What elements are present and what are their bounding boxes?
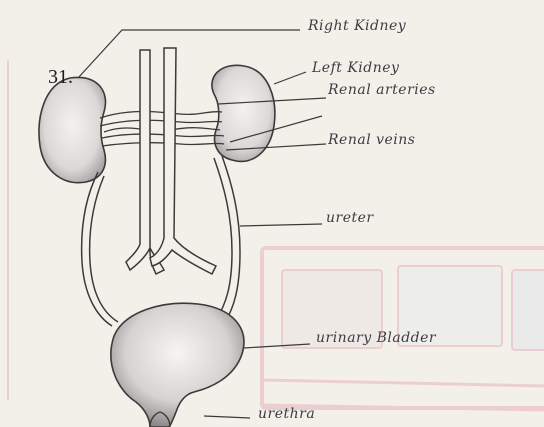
label-renal-veins: Renal veins xyxy=(328,132,416,148)
right-kidney-shape xyxy=(39,77,105,182)
label-urinary-bladder: urinary Bladder xyxy=(316,330,436,346)
left-kidney-shape xyxy=(212,65,275,161)
vena-cava xyxy=(150,48,216,274)
label-left-kidney: Left Kidney xyxy=(312,60,399,76)
label-renal-arteries: Renal arteries xyxy=(328,82,436,98)
label-ureter: ureter xyxy=(326,210,374,226)
label-right-kidney: Right Kidney xyxy=(308,18,406,34)
question-number: 31. xyxy=(48,66,73,89)
urinary-bladder-shape xyxy=(111,303,244,427)
renal-vessels xyxy=(100,112,224,147)
aorta xyxy=(126,50,164,274)
label-urethra: urethra xyxy=(258,406,315,422)
ureters xyxy=(82,156,240,326)
